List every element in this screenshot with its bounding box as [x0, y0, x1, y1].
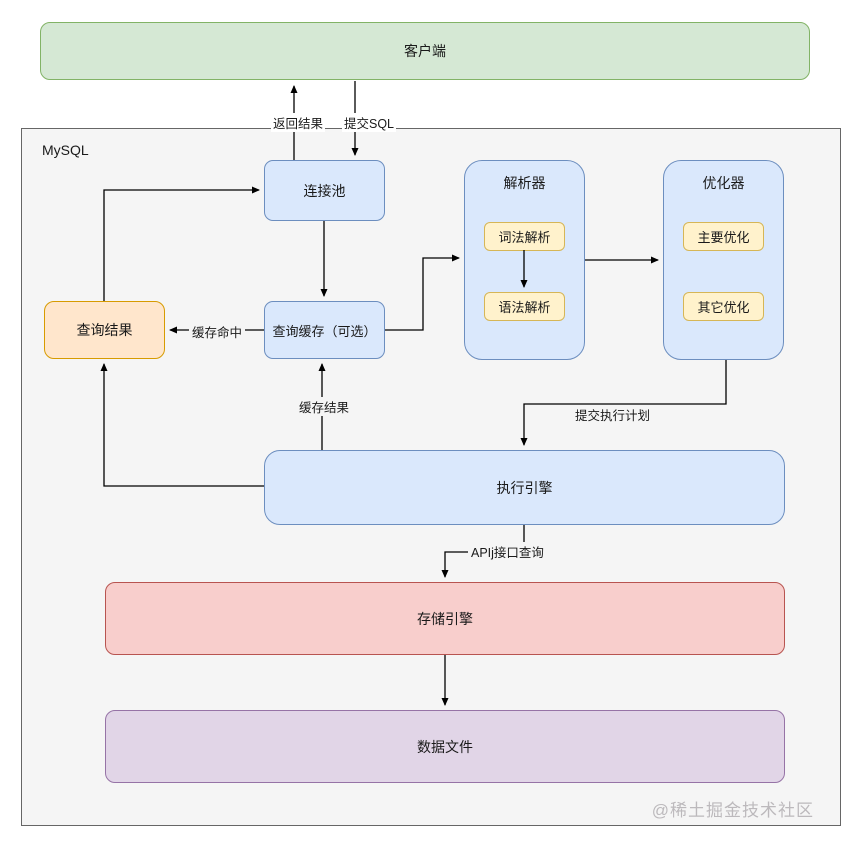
query-result-node: 查询结果 — [44, 301, 165, 359]
storage-engine-node: 存储引擎 — [105, 582, 785, 655]
syntax-parse-node: 语法解析 — [484, 292, 565, 321]
client-node-label: 客户端 — [404, 43, 446, 59]
data-files-node: 数据文件 — [105, 710, 785, 783]
execution-engine-label: 执行引擎 — [496, 479, 553, 496]
main-optimization-node: 主要优化 — [683, 222, 764, 251]
edge-label-return-result: 返回结果 — [271, 113, 326, 132]
data-files-label: 数据文件 — [417, 738, 473, 755]
connection-pool-label: 连接池 — [303, 182, 346, 199]
watermark: @稀土掘金技术社区 — [651, 801, 814, 820]
other-optimization-node: 其它优化 — [683, 292, 764, 321]
query-cache-node: 查询缓存（可选） — [264, 301, 385, 359]
execution-engine-node: 执行引擎 — [264, 450, 785, 525]
syntax-parse-label: 语法解析 — [498, 300, 551, 315]
edge-label-submit-sql: 提交SQL — [342, 113, 397, 132]
connection-pool-node: 连接池 — [264, 160, 385, 221]
edge-label-cache-hit: 缓存命中 — [189, 322, 246, 341]
other-optimization-label: 其它优化 — [697, 300, 750, 315]
lexical-parse-node: 词法解析 — [484, 222, 565, 251]
client-node: 客户端 — [40, 22, 810, 80]
query-cache-label: 查询缓存（可选） — [272, 323, 377, 339]
optimizer-group: 优化器 主要优化 其它优化 — [663, 160, 784, 360]
lexical-parse-label: 词法解析 — [498, 230, 551, 245]
edge-label-submit-plan: 提交执行计划 — [572, 405, 654, 424]
main-optimization-label: 主要优化 — [697, 230, 750, 245]
parser-group-title: 解析器 — [503, 175, 546, 191]
optimizer-group-title: 优化器 — [702, 175, 745, 191]
query-result-label: 查询结果 — [76, 322, 133, 338]
storage-engine-label: 存储引擎 — [417, 610, 473, 627]
edge-label-api-query: APIj接口查询 — [468, 542, 547, 561]
parser-group: 解析器 词法解析 语法解析 — [464, 160, 585, 360]
edge-label-cache-result: 缓存结果 — [296, 397, 353, 416]
mysql-container-label: MySQL — [42, 142, 89, 158]
